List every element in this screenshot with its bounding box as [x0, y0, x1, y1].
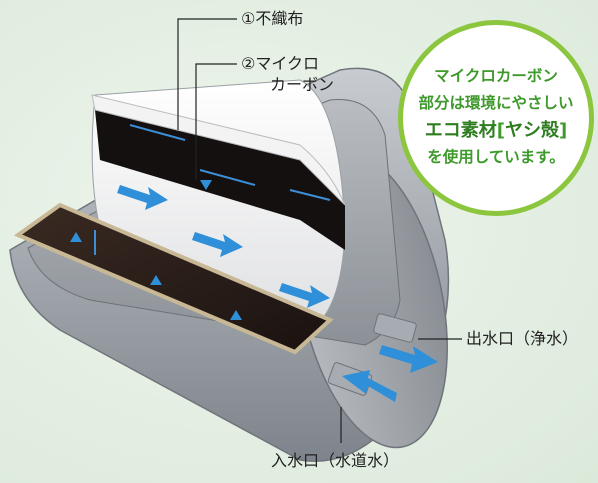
- leader-lines: [177, 18, 462, 443]
- flow-arrows: [117, 185, 438, 402]
- leader-nonwoven: [177, 18, 237, 130]
- callout-bracket-open: [: [496, 120, 505, 141]
- callout-line1: マイクロカーボン: [434, 67, 558, 85]
- label-outlet: 出水口（浄水）: [466, 329, 579, 348]
- callout-line3: エコ素材[ヤシ殻]: [403, 117, 589, 144]
- arrow-inlet: [342, 370, 397, 402]
- arrow-outlet: [379, 345, 438, 373]
- outlet-pipe: [373, 313, 417, 343]
- label-nonwoven: ①不織布: [241, 9, 304, 28]
- callout-line2: 部分は環境にやさしい: [418, 94, 574, 112]
- label-inlet: 入水口（水道水）: [271, 451, 400, 470]
- flow-lines: [94, 124, 331, 255]
- leader-microcarbon: [195, 63, 237, 180]
- arrow-2: [192, 232, 243, 257]
- small-carbon-arrows: [70, 180, 242, 320]
- callout-bracket-close: ]: [559, 120, 568, 141]
- eco-callout-bubble: マイクロカーボン 部分は環境にやさしい エコ素材[ヤシ殻] を使用しています。: [398, 20, 594, 216]
- callout-coconut-shell: ヤシ殻: [505, 120, 559, 141]
- label-microcarbon-line1: ②マイクロ: [241, 54, 320, 73]
- callout-eco-material: エコ素材: [424, 120, 497, 141]
- top-cloth-rim: [91, 94, 346, 206]
- callout-line4: を使用しています。: [427, 148, 565, 166]
- label-microcarbon-line2: カーボン: [270, 75, 335, 94]
- arrow-1: [117, 185, 168, 210]
- top-carbon-strip: [95, 110, 345, 250]
- arrow-3: [279, 283, 330, 308]
